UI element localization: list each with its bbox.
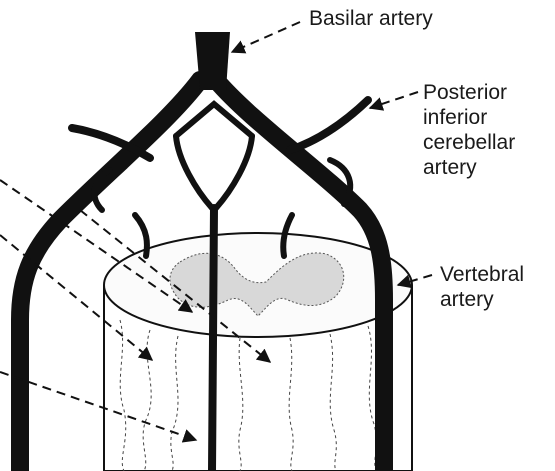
basilar-artery-label: Basilar artery (309, 6, 433, 31)
pica-label-line-1: Posterior (423, 80, 515, 105)
basilar-label-line: Basilar artery (309, 6, 433, 31)
pica-label-line-2: inferior (423, 105, 515, 130)
basilar-leader (232, 22, 300, 52)
basilar-artery (195, 32, 230, 90)
vertebral-label-line-2: artery (440, 287, 524, 312)
posterior-inferior-cerebellar-artery-label: Posterior inferior cerebellar artery (423, 80, 515, 180)
pica-label-line-3: cerebellar (423, 130, 515, 155)
vertebral-label-line-1: Vertebral (440, 262, 524, 287)
pica-leader (370, 92, 418, 108)
vertebral-artery-label: Vertebral artery (440, 262, 524, 312)
pica-label-line-4: artery (423, 155, 515, 180)
